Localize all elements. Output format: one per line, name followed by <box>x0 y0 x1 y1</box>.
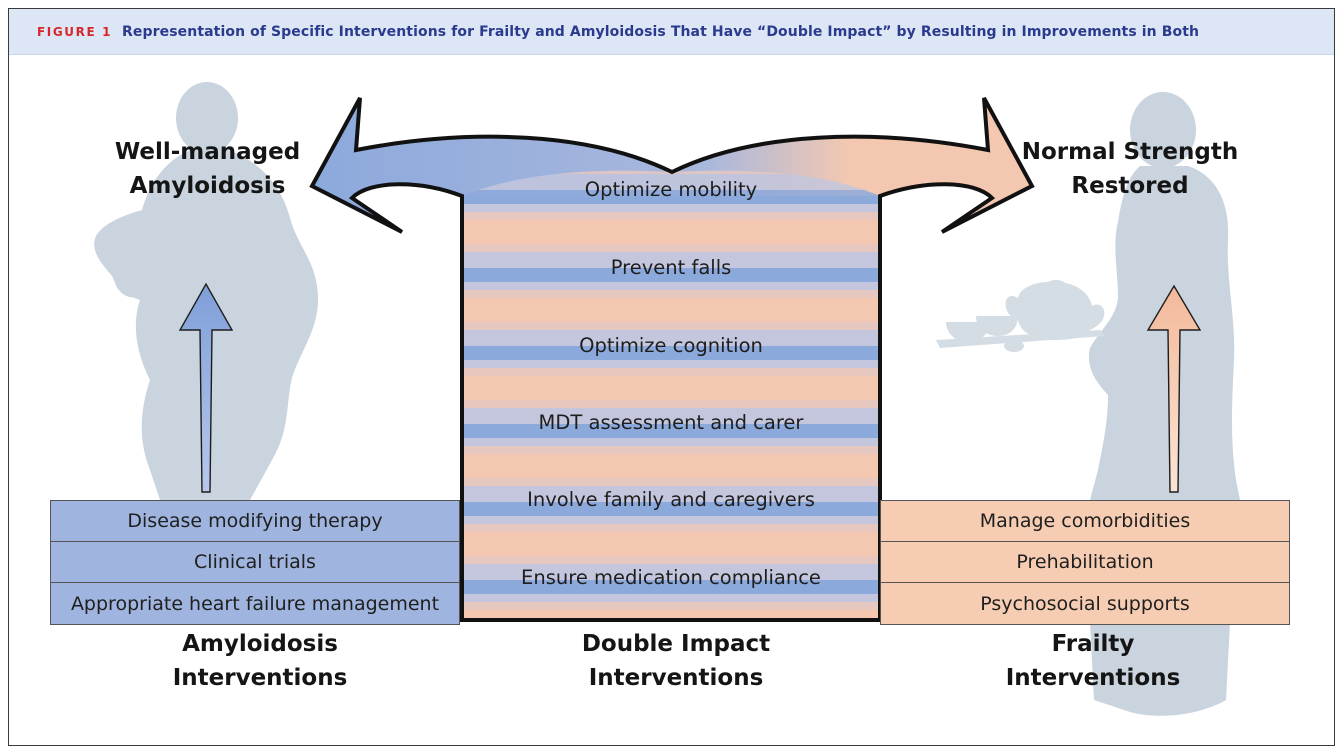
center-intervention: Ensure medication compliance <box>521 566 821 589</box>
center-footer-line2: Interventions <box>588 665 764 691</box>
center-intervention: Optimize mobility <box>584 178 758 201</box>
center-intervention: Optimize cognition <box>579 334 763 357</box>
left-intervention-row: Clinical trials <box>51 542 459 583</box>
figure-tag: FIGURE 1 <box>37 24 113 39</box>
left-outcome-line2: Amyloidosis <box>129 173 286 199</box>
left-footer-label: Amyloidosis Interventions <box>130 627 390 695</box>
right-footer-label: Frailty Interventions <box>963 627 1223 695</box>
figure-title: Representation of Specific Interventions… <box>122 23 1200 40</box>
right-outcome-line1: Normal Strength <box>1021 139 1239 165</box>
right-outcome-heading: Normal Strength Restored <box>1010 135 1250 203</box>
right-footer-line2: Interventions <box>1005 665 1181 691</box>
left-outcome-heading: Well-managed Amyloidosis <box>90 135 325 203</box>
right-intervention-row: Prehabilitation <box>881 542 1289 583</box>
left-intervention-row: Appropriate heart failure management <box>70 592 440 615</box>
center-intervention: MDT assessment and carer <box>538 411 804 434</box>
center-intervention: Prevent falls <box>610 256 732 279</box>
right-intervention-row: Manage comorbidities <box>881 501 1289 542</box>
frailty-interventions-table: Manage comorbidities Prehabilitation Psy… <box>880 500 1290 625</box>
right-footer-line1: Frailty <box>1051 631 1135 657</box>
left-intervention-row: Disease modifying therapy <box>51 501 459 542</box>
figure-header: FIGURE 1 Representation of Specific Inte… <box>9 9 1334 55</box>
left-outcome-line1: Well-managed <box>114 139 301 165</box>
center-footer-label: Double Impact Interventions <box>541 627 811 695</box>
up-arrow-icon <box>1146 284 1202 493</box>
left-footer-line1: Amyloidosis <box>182 631 338 657</box>
right-intervention-row: Psychosocial supports <box>980 592 1190 615</box>
right-outcome-line2: Restored <box>1071 173 1189 199</box>
double-headed-split-arrow-icon <box>309 97 1035 622</box>
left-footer-line2: Interventions <box>172 665 348 691</box>
amyloidosis-interventions-table: Disease modifying therapy Clinical trial… <box>50 500 460 625</box>
person-with-tea-tray-silhouette-icon <box>936 92 1240 716</box>
center-intervention: Involve family and caregivers <box>527 488 815 511</box>
center-footer-line1: Double Impact <box>581 631 771 657</box>
up-arrow-icon <box>178 282 234 493</box>
